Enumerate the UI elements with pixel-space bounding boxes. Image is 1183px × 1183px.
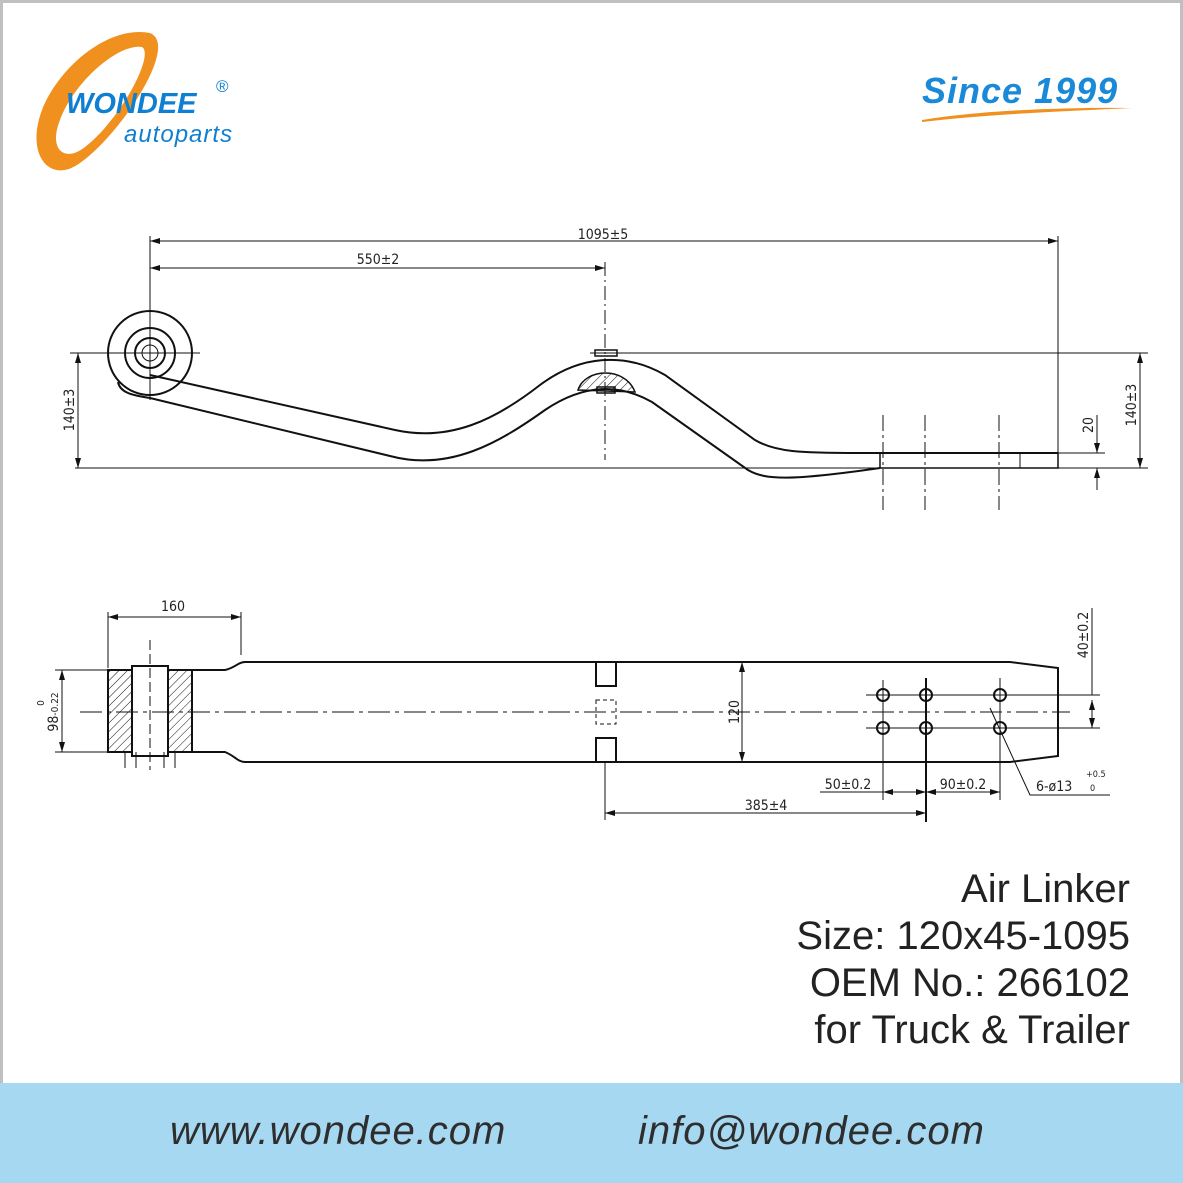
page-frame — [0, 0, 1183, 1083]
since-1999: Since 1999 — [922, 70, 1119, 111]
logo-registered: ® — [216, 77, 229, 96]
side-view — [70, 236, 1148, 510]
product-application: for Truck & Trailer — [814, 1008, 1130, 1052]
dim-holes: 6-ø13 — [1036, 779, 1072, 795]
dim-left-height: 140±3 — [62, 389, 78, 432]
product-info: Air Linker Size: 120x45-1095 OEM No.: 26… — [796, 866, 1130, 1054]
dim-hole-pitch-1: 50±0.2 — [825, 777, 872, 793]
dim-eye-tol-lower: -0.22 — [50, 692, 61, 715]
logo-subtitle: autoparts — [124, 121, 234, 148]
email-link[interactable]: info@wondee.com — [638, 1109, 985, 1153]
website-link[interactable]: www.wondee.com — [170, 1109, 507, 1153]
dim-eye-diameter: 98-0.22 — [46, 692, 62, 731]
dim-eye-tol-upper: 0 — [36, 700, 47, 706]
footer-bar: www.wondee.com info@wondee.com — [0, 1083, 1183, 1183]
dim-hole-pitch-2: 90±0.2 — [940, 777, 987, 793]
dim-hole-spacing-y: 40±0.2 — [1076, 612, 1092, 659]
dim-width: 120 — [727, 700, 743, 724]
product-oem: OEM No.: 266102 — [809, 961, 1130, 1005]
dim-holes-tol-upper: +0.5 — [1086, 770, 1106, 780]
plan-view — [55, 608, 1110, 822]
logo-ring-icon — [36, 31, 159, 171]
dim-eye-width: 160 — [161, 599, 185, 615]
technical-drawing: 1095±5 550±2 140±3 140±3 20 160 — [36, 227, 1148, 822]
dim-overall-length: 1095±5 — [578, 227, 629, 243]
dim-holes-tol-lower: 0 — [1090, 784, 1095, 794]
logo-wordmark: WONDEE — [66, 88, 197, 120]
product-name: Air Linker — [961, 867, 1130, 911]
product-size: Size: 120x45-1095 — [796, 914, 1130, 958]
dim-right-height: 140±3 — [1124, 384, 1140, 427]
since-underline — [922, 107, 1132, 122]
dim-center-offset: 550±2 — [357, 252, 400, 268]
dim-hole-offset: 385±4 — [745, 798, 788, 814]
dim-thickness: 20 — [1081, 417, 1097, 433]
